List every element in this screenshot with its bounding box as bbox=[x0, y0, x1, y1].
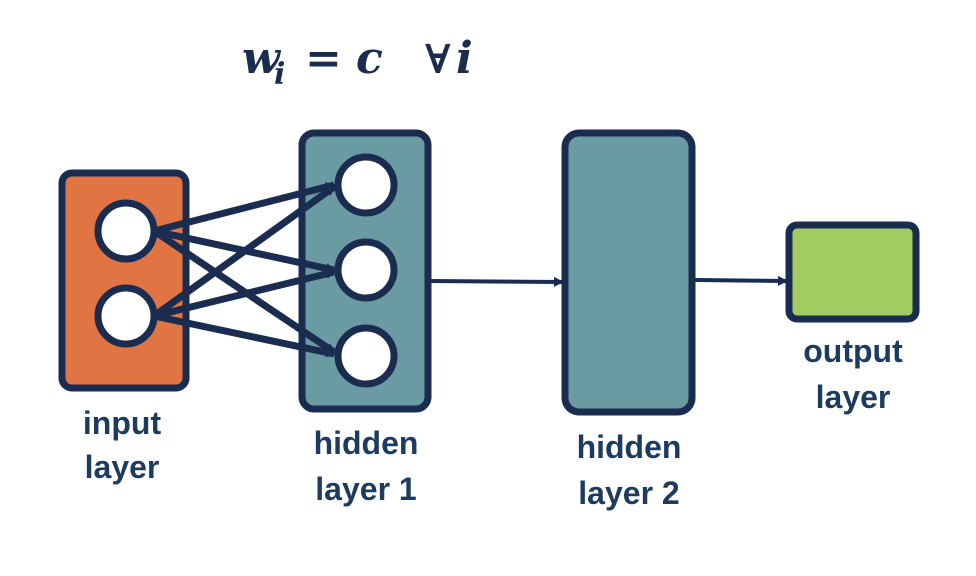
formula-forall: ∀ bbox=[425, 36, 451, 83]
edge-in1-h1 bbox=[153, 181, 336, 235]
hidden-layer-1-label: hidden layer 1 bbox=[314, 425, 419, 507]
hidden1-node-2 bbox=[334, 238, 398, 302]
output-layer-label: output layer bbox=[803, 333, 903, 415]
arrow-hidden2-to-output bbox=[694, 275, 788, 286]
output-layer-box bbox=[785, 221, 920, 323]
input-node-1 bbox=[94, 199, 158, 263]
output-layer-label-line1: output bbox=[803, 333, 903, 369]
hidden-layer-2-label: hidden layer 2 bbox=[577, 429, 682, 511]
edge-in2-h3 bbox=[153, 312, 336, 358]
arrow-hidden1-to-hidden2 bbox=[429, 276, 564, 287]
hidden1-node-3 bbox=[334, 324, 398, 388]
edge-in2-h1 bbox=[151, 184, 337, 319]
formula-i: i bbox=[456, 33, 473, 84]
formula-subscript-i: i bbox=[274, 57, 285, 92]
hidden-layer-2-box bbox=[561, 129, 696, 416]
input-to-hidden1-connections bbox=[151, 181, 337, 358]
input-node-2 bbox=[94, 284, 158, 348]
hidden-layer-2-label-line1: hidden bbox=[577, 429, 682, 465]
hidden1-node-1 bbox=[334, 153, 398, 217]
input-layer-label: input layer bbox=[83, 405, 162, 485]
hidden-layer-1-label-line1: hidden bbox=[314, 425, 419, 461]
hidden-layer-2-label-line2: layer 2 bbox=[578, 475, 679, 511]
input-layer-label-line2: layer bbox=[85, 449, 160, 485]
formula-equals: = bbox=[305, 33, 342, 84]
hidden-layer-1-label-line2: layer 1 bbox=[315, 471, 416, 507]
input-layer-label-line1: input bbox=[83, 405, 162, 441]
output-layer-label-line2: layer bbox=[816, 379, 891, 415]
edge-in2-h2 bbox=[153, 268, 336, 320]
weight-formula: w i = c ∀ i bbox=[242, 33, 473, 92]
formula-c: c bbox=[356, 33, 383, 84]
formula-w: w bbox=[242, 33, 282, 84]
